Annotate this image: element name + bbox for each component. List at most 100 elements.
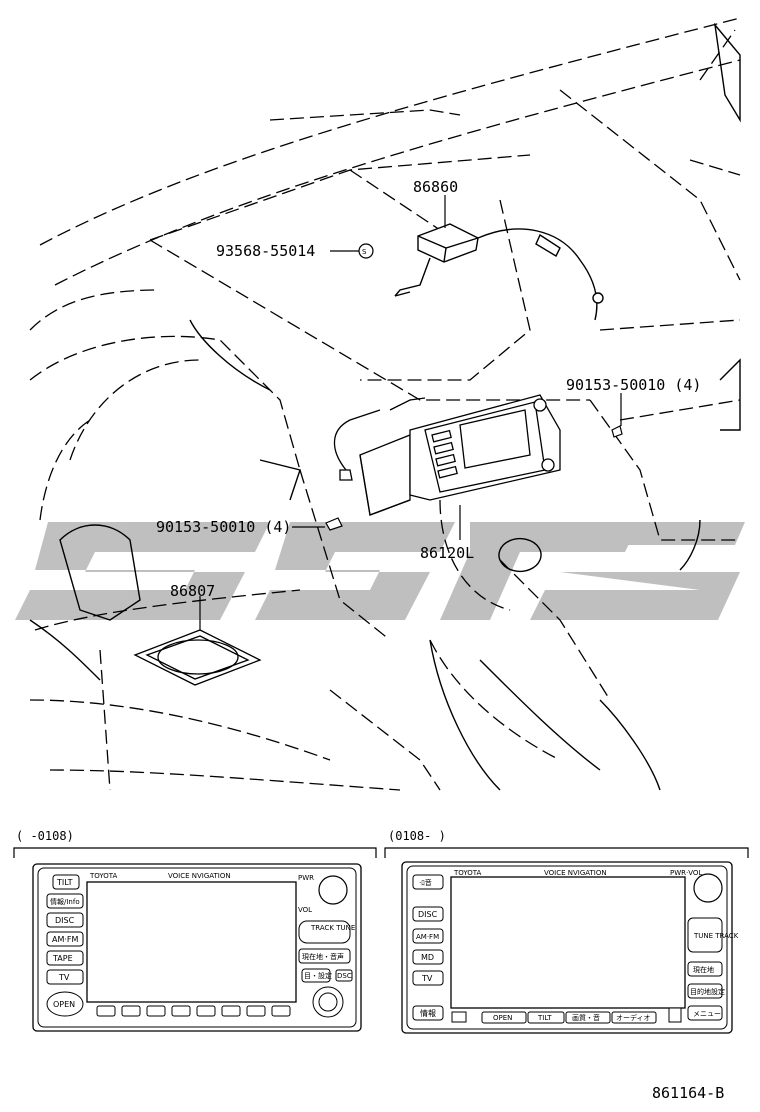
late-left-buttons: ·ﾛ音 DISC AM·FM MD TV 情報 (412, 874, 444, 1021)
early-panel: TOYOTA VOICE NVIGATION PWR VOL TILT 情報/I… (32, 863, 362, 1032)
early-btn-tilt-label: TILT (56, 878, 73, 887)
early-btn-tv-label: TV (58, 973, 70, 982)
early-bracket (13, 847, 377, 858)
late-tune-track-label: TUNE TRACK (693, 932, 739, 940)
figure-number: 861164-B (652, 1084, 724, 1102)
callout-86860: 86860 (413, 178, 458, 196)
late-panel: TOYOTA VOICE NVIGATION PWR·VOL ·ﾛ音 DISC … (401, 861, 739, 1034)
late-btn-tv[interactable] (412, 970, 444, 986)
callout-86807: 86807 (170, 582, 215, 600)
late-small-indicator (451, 1011, 467, 1023)
early-joystick[interactable] (312, 986, 344, 1018)
early-btn-info-label: 情報/Info (50, 897, 80, 906)
early-btn-track-tune[interactable] (298, 920, 351, 944)
clip-symbol: S (358, 243, 374, 259)
late-btn-amfm[interactable] (412, 928, 444, 944)
late-btn-picture-sound[interactable] (565, 1011, 611, 1024)
late-btn-picture-sound-label: 画質・音 (572, 1013, 600, 1022)
late-bracket (384, 847, 749, 858)
early-btn-settings[interactable] (301, 968, 331, 983)
early-preset-8[interactable] (271, 1005, 291, 1017)
early-left-buttons: TILT 情報/Info DISC AM·FM TAPE TV (46, 874, 84, 985)
late-btn-tilt[interactable] (527, 1011, 565, 1024)
screw-right (611, 425, 623, 438)
early-btn-tilt[interactable] (52, 874, 80, 890)
navigation-unit-86120L (333, 394, 561, 516)
late-btn-md[interactable] (412, 949, 444, 965)
late-btn-md-label: MD (421, 953, 434, 962)
early-btn-open[interactable] (46, 991, 84, 1017)
early-brand: TOYOTA (89, 872, 118, 880)
late-btn-menu[interactable] (687, 1005, 723, 1021)
early-preset-2[interactable] (121, 1005, 141, 1017)
callout-90153-left: 90153-50010 (4) (156, 518, 291, 536)
early-btn-tape[interactable] (46, 950, 84, 966)
late-btn-amfm-label: AM·FM (416, 933, 439, 941)
late-btn-destination-label: 目的地設定 (690, 987, 725, 996)
early-preset-1[interactable] (96, 1005, 116, 1017)
early-range-label: ( -0108) (16, 829, 74, 843)
late-btn-disc-label: DISC (418, 910, 438, 919)
early-btn-disc[interactable] (46, 912, 84, 928)
late-btn-disc[interactable] (412, 906, 444, 922)
late-btn-mute-label: ·ﾛ音 (419, 878, 432, 887)
late-btn-tilt-label: TILT (537, 1014, 552, 1022)
late-btn-info-label: 情報 (420, 1008, 436, 1018)
late-btn-current-position-label: 現在地 (693, 965, 714, 974)
late-btn-tv-label: TV (421, 974, 433, 983)
early-title: VOICE NVIGATION (168, 872, 231, 880)
late-btn-menu-label: メニュー (693, 1010, 721, 1018)
antenna-86860 (394, 223, 604, 321)
late-small-button[interactable] (668, 1007, 682, 1023)
early-track-tune-label: TRACK TUNE (310, 924, 355, 932)
early-btn-position-voice[interactable] (298, 948, 351, 964)
early-badge-label: DSC (337, 972, 352, 980)
late-title: VOICE NVIGATION (544, 869, 607, 877)
early-btn-info[interactable] (46, 893, 84, 909)
early-btn-settings-label: 目・設定 (304, 971, 332, 980)
callout-90153-right: 90153-50010 (4) (566, 376, 701, 394)
early-pwr-label: PWR (298, 874, 314, 882)
early-vol-label: VOL (298, 906, 312, 914)
late-screen (450, 876, 686, 1009)
early-btn-tape-label: TAPE (52, 954, 73, 963)
late-bottom-buttons: OPEN TILT 画質・音 オーディオ (451, 1011, 657, 1024)
late-btn-current-position[interactable] (687, 961, 723, 977)
callout-86120L: 86120L (420, 544, 474, 562)
early-preset-5[interactable] (196, 1005, 216, 1017)
clip-symbol-label: S (362, 248, 367, 256)
late-btn-audio-label: オーディオ (616, 1013, 651, 1022)
early-preset-7[interactable] (246, 1005, 266, 1017)
early-btn-tv[interactable] (46, 969, 84, 985)
late-btn-audio[interactable] (611, 1011, 657, 1024)
early-btn-position-voice-label: 現在地・音声 (302, 952, 344, 961)
late-btn-open-label: OPEN (493, 1014, 512, 1022)
late-pwr-vol-label: PWR·VOL (670, 869, 702, 877)
early-preset-3[interactable] (146, 1005, 166, 1017)
dashboard-outline (29, 17, 741, 791)
early-preset-4[interactable] (171, 1005, 191, 1017)
early-btn-disc-label: DISC (55, 916, 75, 925)
dashboard-solid-lines (29, 22, 741, 791)
early-screen (86, 881, 297, 1003)
late-volume-knob[interactable] (693, 873, 723, 903)
screw-left (325, 517, 343, 531)
plate-86807 (133, 629, 262, 686)
early-badge (335, 969, 353, 982)
late-brand: TOYOTA (453, 869, 482, 877)
late-btn-info[interactable] (412, 1005, 444, 1021)
late-btn-open[interactable] (481, 1011, 527, 1024)
late-btn-destination[interactable] (687, 983, 723, 999)
early-btn-amfm-label: AM·FM (52, 935, 79, 944)
late-btn-mute[interactable] (412, 874, 444, 890)
early-preset-6[interactable] (221, 1005, 241, 1017)
late-btn-tune-track[interactable] (687, 917, 723, 953)
early-btn-open-label: OPEN (53, 1000, 75, 1009)
early-preset-buttons (96, 1005, 291, 1017)
callout-93568-55014: 93568-55014 (216, 242, 315, 260)
late-range-label: (0108- ) (388, 829, 446, 843)
early-btn-amfm[interactable] (46, 931, 84, 947)
watermark-logo (15, 522, 745, 620)
early-volume-knob[interactable] (318, 875, 348, 905)
